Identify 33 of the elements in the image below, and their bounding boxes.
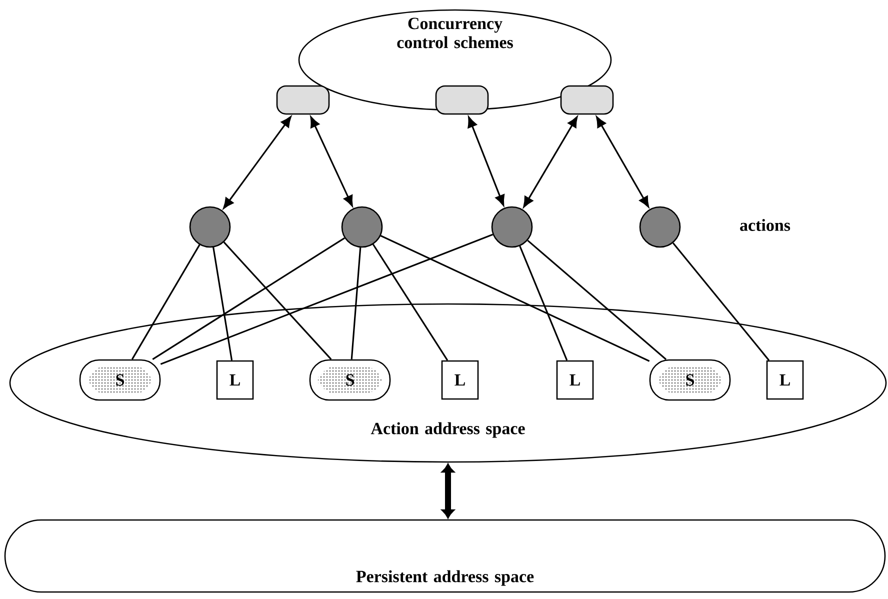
arrow: [468, 116, 504, 206]
s-node: S: [649, 359, 731, 401]
l-node: L: [216, 360, 254, 400]
s-node: S: [79, 359, 161, 401]
address-space-band: Persistent address space: [4, 519, 886, 593]
action-circle: [639, 206, 681, 248]
connector-line: [212, 247, 233, 360]
connector-line: [380, 235, 650, 362]
connector-line: [223, 242, 332, 360]
scheme-box: [560, 85, 614, 115]
arrow: [523, 116, 578, 208]
arrow: [223, 116, 292, 209]
connector-line: [160, 234, 494, 365]
s-node: S: [309, 359, 391, 401]
scheme-box: [435, 85, 489, 115]
action-circle: [341, 206, 383, 248]
arrow: [310, 116, 353, 206]
l-node: L: [556, 360, 594, 400]
connector-line: [131, 244, 200, 360]
action-circle: [491, 206, 533, 248]
side-label: actions: [740, 219, 790, 231]
l-node: L: [441, 360, 479, 400]
scheme-box: [276, 85, 330, 115]
connector-line: [672, 242, 770, 361]
double-arrow: [442, 464, 454, 518]
action-circle: [189, 206, 231, 248]
connector-line: [372, 244, 448, 361]
connector-line: [350, 248, 362, 360]
arrow: [596, 116, 650, 208]
connector-line: [519, 246, 568, 361]
connector-line: [152, 237, 345, 360]
connector-line: [527, 240, 667, 360]
l-node: L: [766, 360, 804, 400]
